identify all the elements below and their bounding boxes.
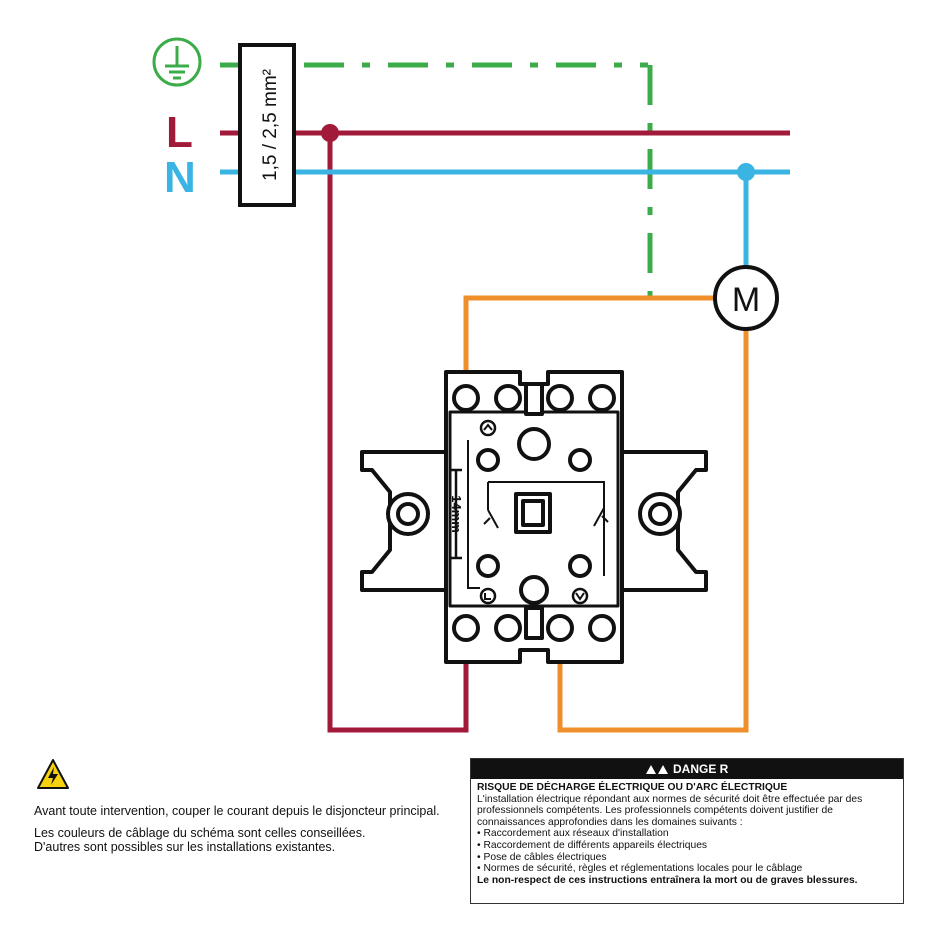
danger-header-label: DANGE R [673, 762, 729, 776]
neutral-wire [220, 169, 790, 270]
neutral-label: N [164, 153, 196, 202]
list-item: Raccordement aux réseaux d'installation [477, 828, 897, 840]
warning-main-text: Avant toute intervention, couper le cour… [34, 804, 440, 818]
warning-note-line-1: Les couleurs de câblage du schéma sont c… [34, 826, 366, 840]
terminal-markers-icon [483, 423, 585, 601]
strip-length-label: 14mm [449, 495, 464, 533]
neutral-junction [737, 163, 755, 181]
danger-header: DANGE R [471, 759, 903, 779]
strip-length-marker [450, 468, 462, 560]
wire-section-label: 1,5 / 2,5 mm² [260, 69, 281, 181]
list-item: Raccordement de différents appareils éle… [477, 840, 897, 852]
warning-triangle-icon [645, 765, 656, 774]
earth-symbol-icon [152, 37, 202, 87]
wire-section-box [238, 43, 296, 207]
danger-footer: Le non-respect de ces instructions entra… [477, 874, 858, 886]
motor-label: M [732, 281, 760, 319]
line-wire [220, 130, 790, 733]
danger-list: Raccordement aux réseaux d'installation … [477, 828, 897, 874]
warning-note-line-2: D'autres sont possibles sur les installa… [34, 840, 336, 854]
warning-block: Avant toute intervention, couper le cour… [34, 758, 454, 854]
danger-title: RISQUE DE DÉCHARGE ÉLECTRIQUE OU D'ARC É… [477, 782, 788, 793]
danger-body: RISQUE DE DÉCHARGE ÉLECTRIQUE OU D'ARC É… [471, 779, 903, 886]
motor-symbol [713, 265, 779, 331]
contact-schematic [467, 440, 609, 589]
line-label: L [166, 108, 193, 157]
list-item: Normes de sécurité, règles et réglementa… [477, 863, 897, 875]
warning-triangle-icon [657, 765, 668, 774]
earth-wire [220, 62, 653, 298]
electric-hazard-icon [37, 759, 69, 789]
switched-wire [463, 295, 749, 733]
line-junction [321, 124, 339, 142]
danger-box: DANGE R RISQUE DE DÉCHARGE ÉLECTRIQUE OU… [470, 758, 904, 904]
danger-intro: L'installation électrique répondant aux … [477, 793, 863, 828]
warning-note: Les couleurs de câblage du schéma sont c… [34, 826, 365, 854]
list-item: Pose de câbles électriques [477, 852, 897, 864]
switch-device [360, 370, 708, 664]
